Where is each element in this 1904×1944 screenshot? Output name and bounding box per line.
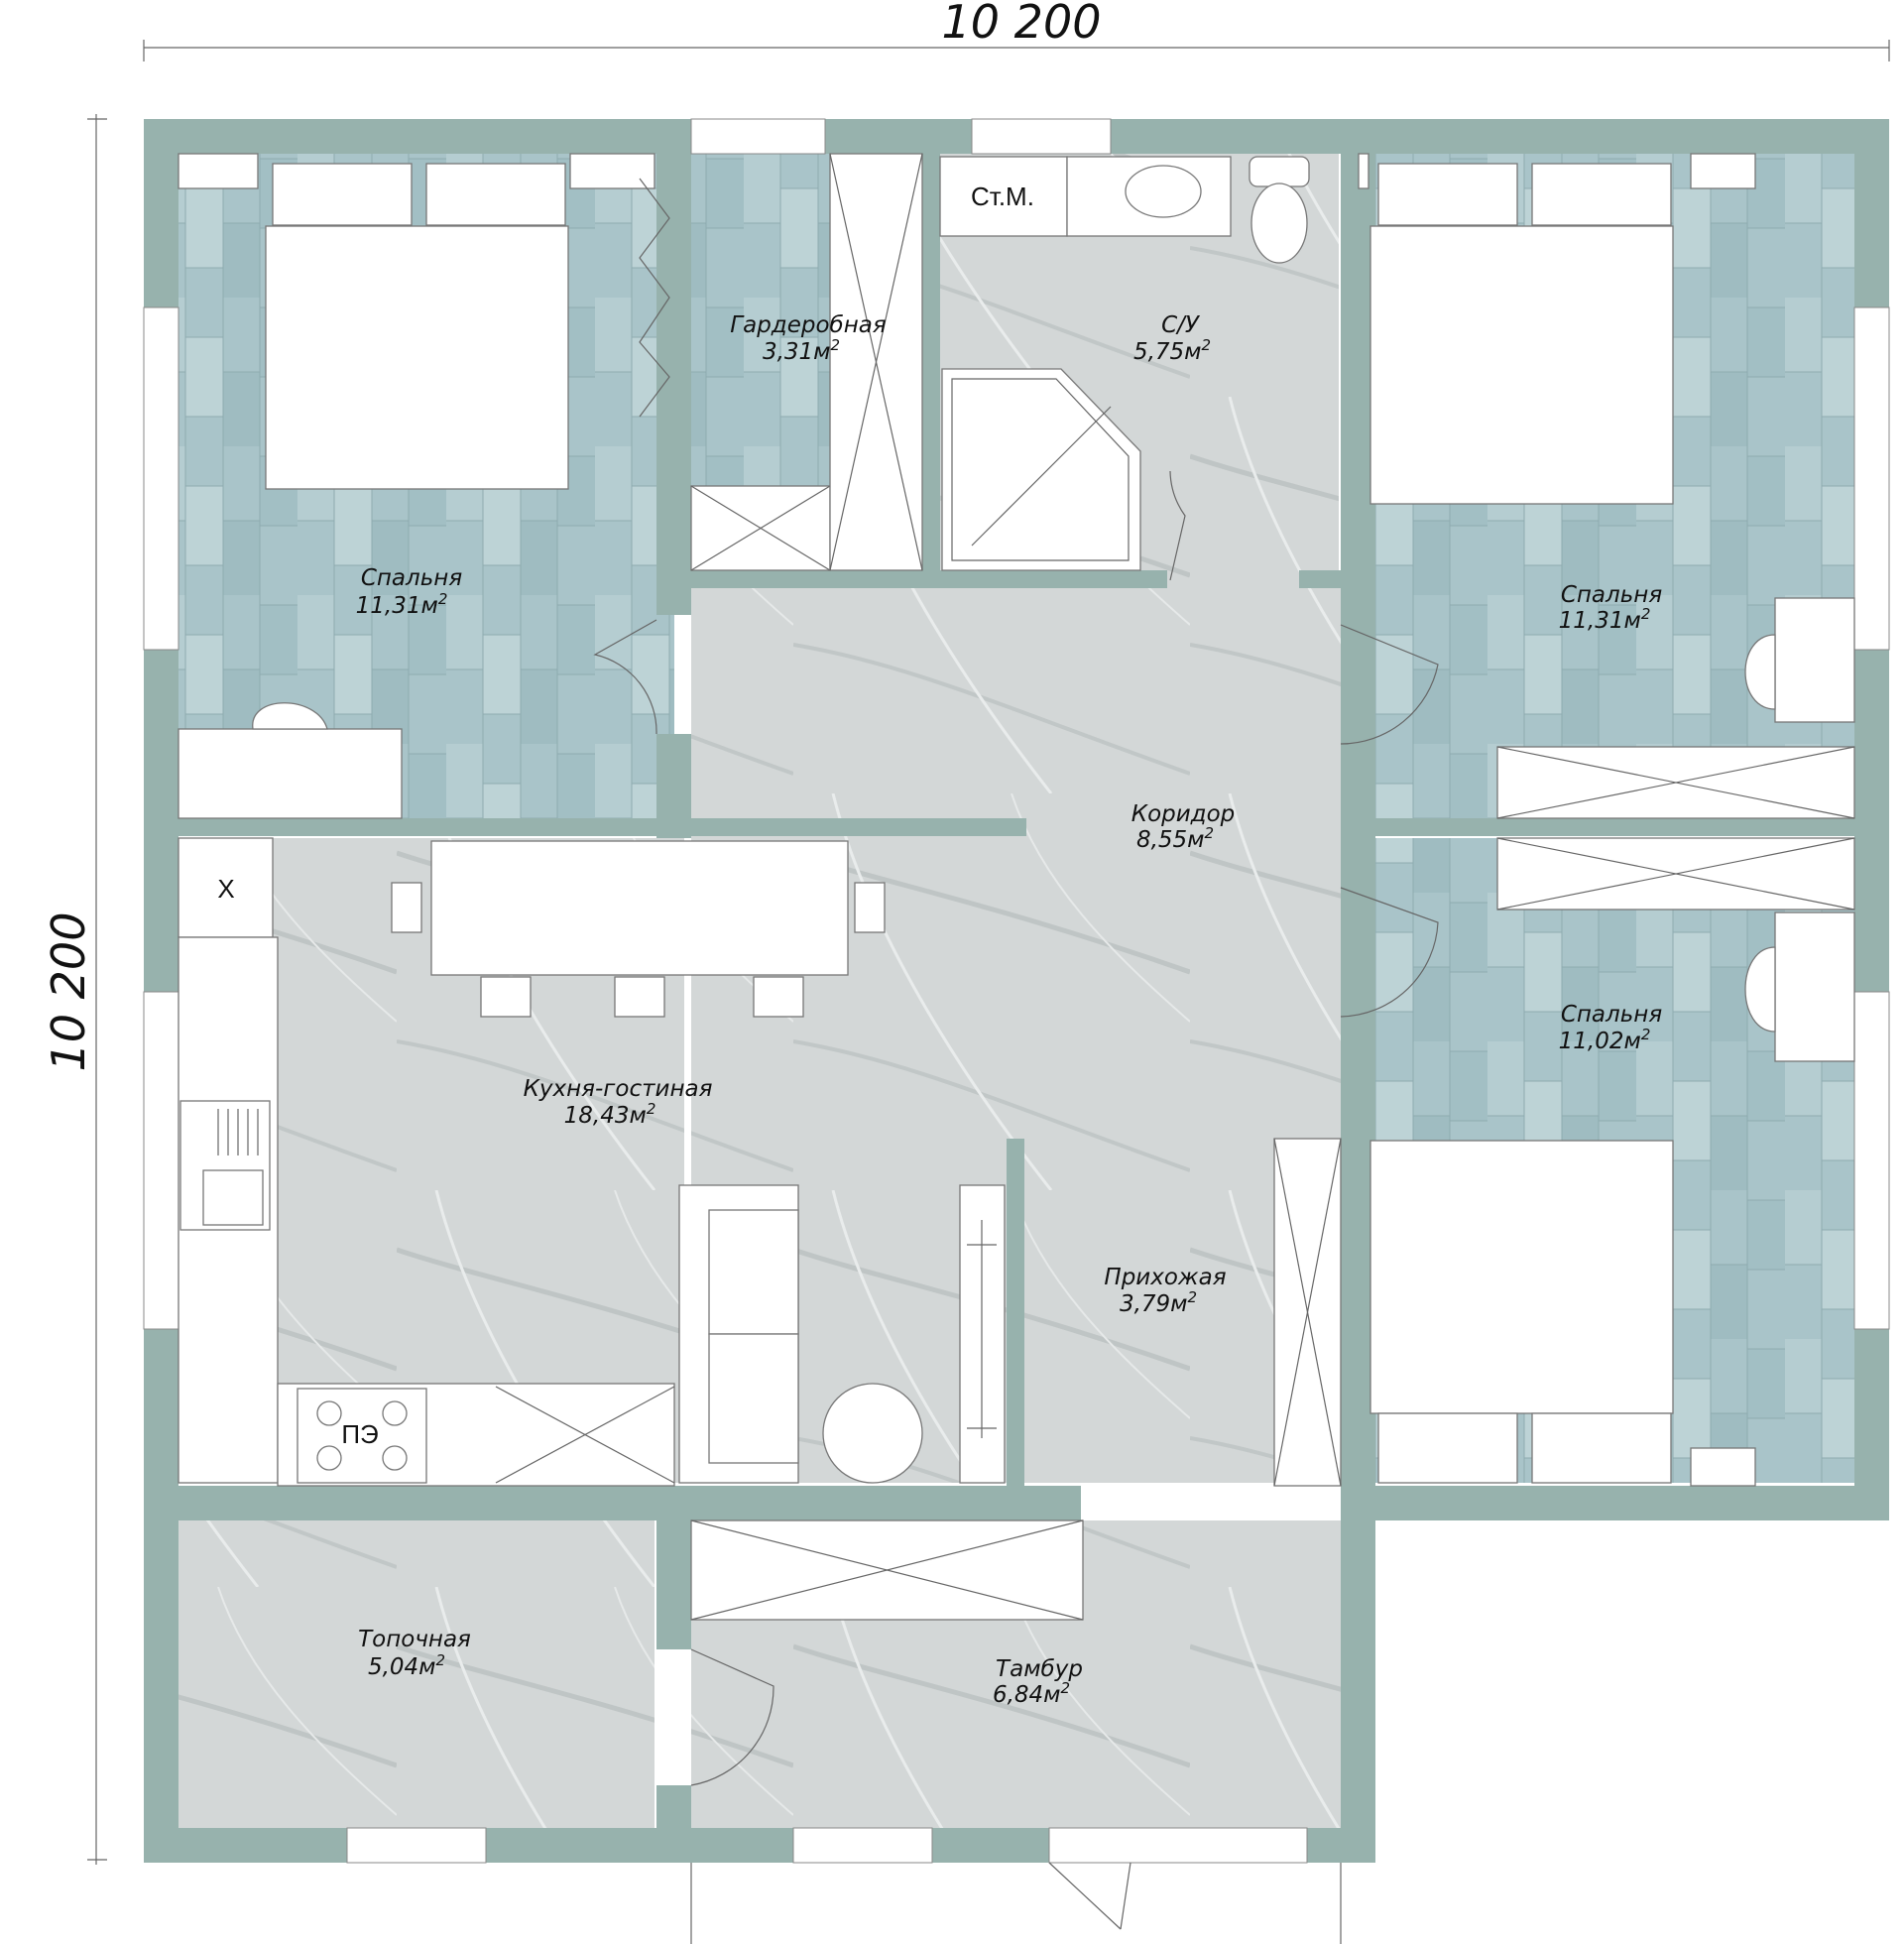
nightstand: [1690, 153, 1756, 189]
entrance-steps: [690, 1863, 1342, 1944]
closet: [1273, 1138, 1342, 1487]
svg-text:Коридор: Коридор: [1131, 801, 1236, 827]
desk: [1774, 597, 1855, 723]
label-kitchen-living: Кухня-гостиная 18,43м2: [524, 1076, 713, 1129]
svg-text:3,31м2: 3,31м2: [763, 336, 840, 365]
area-superscript: 2: [438, 590, 448, 608]
svg-text:Спальня: Спальня: [1561, 1002, 1662, 1028]
label-bedroom-top-left: Спальня 11,31м2: [356, 565, 463, 619]
svg-text:3,79м2: 3,79м2: [1120, 1288, 1197, 1317]
area-superscript: 2: [1202, 336, 1212, 354]
sink-icon: [1125, 165, 1202, 218]
svg-text:11,31м2: 11,31м2: [356, 590, 448, 619]
label-hallway: Прихожая 3,79м2: [1104, 1265, 1226, 1317]
shower-icon: [941, 368, 1141, 571]
nightstand: [1358, 153, 1369, 189]
nightstand: [178, 153, 259, 189]
table-icon: [430, 840, 849, 976]
label-bedroom-mid-right: Спальня 11,02м2: [1559, 1002, 1663, 1054]
fridge: Х: [178, 837, 274, 938]
svg-text:5,04м2: 5,04м2: [368, 1651, 445, 1680]
svg-text:С/У: С/У: [1161, 312, 1201, 338]
svg-text:Ст.М.: Ст.М.: [971, 182, 1034, 211]
stove-icon: ПЭ: [297, 1388, 427, 1484]
svg-text:Х: Х: [217, 874, 234, 904]
area-superscript: 2: [1641, 605, 1651, 623]
closet-doors: [639, 178, 670, 418]
bed-icon: [1369, 1140, 1674, 1484]
desk: [1774, 911, 1855, 1062]
closet: [690, 1519, 1084, 1621]
area-superscript: 2: [1641, 1026, 1651, 1043]
bed-icon: [1369, 163, 1674, 505]
area-superscript: 2: [647, 1100, 656, 1118]
washing-machine: Ст.М.: [939, 156, 1068, 237]
closet: [1496, 746, 1855, 911]
svg-text:18,43м2: 18,43м2: [564, 1100, 656, 1129]
dimension-left-label: 10 200: [42, 912, 95, 1072]
area-superscript: 2: [831, 336, 841, 354]
cabinet: [495, 1386, 675, 1484]
svg-text:Прихожая: Прихожая: [1104, 1265, 1226, 1290]
sink-icon: [179, 1100, 271, 1231]
dimension-top-label: 10 200: [942, 0, 1102, 49]
wardrobe-shelves: [690, 153, 923, 571]
room-labels: Спальня 11,31м2 Гардеробная 3,31м2 С/У 5…: [356, 312, 1663, 1708]
chair-icon: [252, 702, 328, 730]
toilet-icon: [1249, 156, 1310, 264]
label-corridor: Коридор 8,55м2: [1131, 801, 1236, 853]
sofa-icon: [678, 1184, 799, 1484]
dimension-top: 10 200: [143, 0, 1890, 61]
door-swing-icon: [593, 470, 1439, 1930]
svg-text:Спальня: Спальня: [1561, 582, 1662, 608]
svg-text:11,02м2: 11,02м2: [1559, 1026, 1651, 1054]
svg-text:Тамбур: Тамбур: [996, 1656, 1083, 1682]
desk: [178, 728, 403, 819]
svg-text:8,55м2: 8,55м2: [1136, 824, 1214, 853]
area-superscript: 2: [1188, 1288, 1198, 1306]
label-vestibule: Тамбур 6,84м2: [993, 1656, 1083, 1708]
area-superscript: 2: [436, 1651, 446, 1669]
svg-text:6,84м2: 6,84м2: [993, 1679, 1070, 1708]
dimension-left: 10 200: [42, 114, 107, 1865]
nightstand: [1690, 1447, 1756, 1487]
svg-text:Топочная: Топочная: [358, 1627, 471, 1652]
nightstand: [569, 153, 655, 189]
label-bathroom: С/У 5,75м2: [1133, 312, 1211, 365]
label-bedroom-top-right: Спальня 11,31м2: [1559, 582, 1663, 634]
chair-icon: [391, 882, 886, 1018]
label-boiler: Топочная 5,04м2: [358, 1627, 471, 1680]
windows: [143, 118, 1890, 1864]
svg-text:5,75м2: 5,75м2: [1133, 336, 1211, 365]
area-superscript: 2: [1205, 824, 1215, 842]
svg-text:Гардеробная: Гардеробная: [730, 312, 887, 338]
svg-text:11,31м2: 11,31м2: [1559, 605, 1651, 634]
svg-text:Спальня: Спальня: [361, 565, 462, 591]
chair-icon: [1744, 634, 1776, 710]
hanger: [967, 1220, 997, 1438]
area-superscript: 2: [1061, 1679, 1071, 1697]
label-wardrobe: Гардеробная 3,31м2: [730, 312, 887, 365]
svg-text:Кухня-гостиная: Кухня-гостиная: [524, 1076, 713, 1102]
bed-icon: [265, 163, 569, 490]
chair-icon: [1744, 946, 1776, 1033]
svg-text:ПЭ: ПЭ: [341, 1419, 378, 1449]
coffee-table: [822, 1383, 923, 1484]
